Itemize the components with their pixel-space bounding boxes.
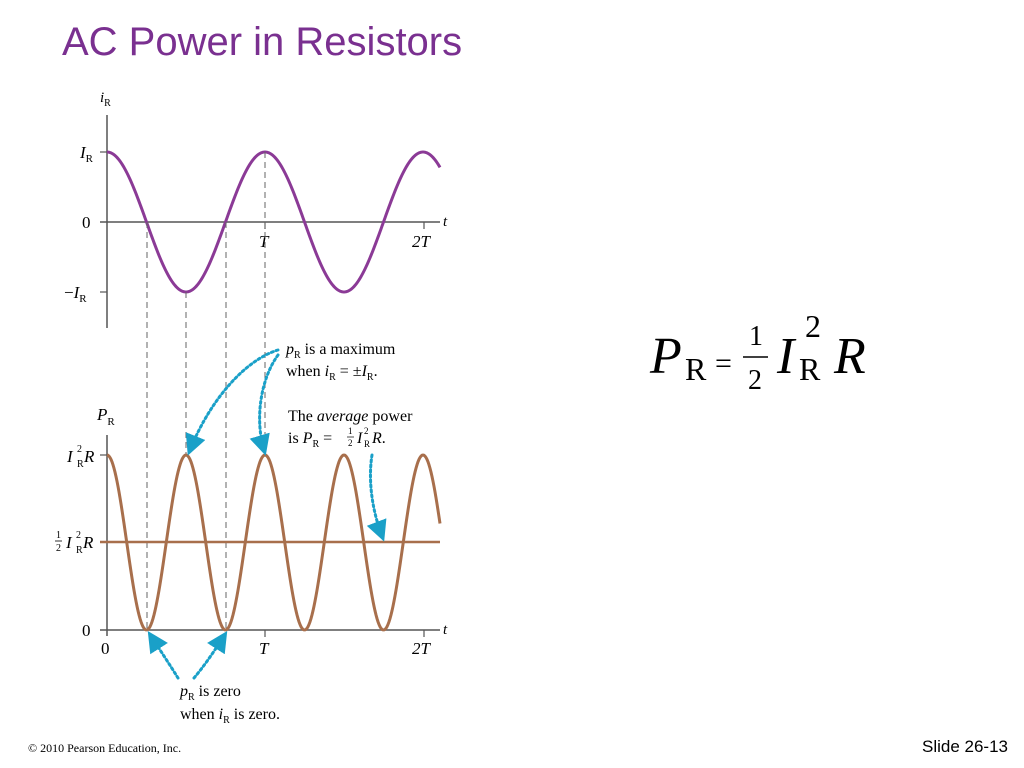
svg-text:pR is zero: pR is zero: [179, 683, 241, 703]
svg-text:pR is a maximum: pR is a maximum: [285, 341, 396, 361]
annotation-zero: pR is zero when iR is zero.: [179, 683, 280, 726]
annotation-average: The average power is PR = 1 2 I 2 R R.: [288, 408, 413, 450]
svg-text:2: 2: [56, 543, 61, 554]
svg-text:R: R: [82, 533, 94, 552]
slide-number: Slide 26-13: [921, 737, 1008, 756]
svg-text:R: R: [799, 351, 821, 387]
svg-text:R: R: [83, 447, 95, 466]
current-x-axis-label: t: [443, 214, 448, 230]
current-graph: iR t IR 0 −IR T 2T: [64, 90, 448, 328]
power-half-label: 1 2 I 2 R R: [55, 530, 94, 556]
power-graph: PR t I 2 R R 1 2 I 2 R R 0 0 T 2T: [55, 405, 448, 658]
svg-text:R.: R.: [371, 430, 386, 447]
power-zero-label: 0: [82, 621, 91, 640]
svg-text:is PR =: is PR =: [288, 430, 332, 450]
svg-text:2: 2: [348, 438, 353, 448]
svg-text:I: I: [356, 430, 363, 447]
power-tick-2T: 2T: [412, 639, 432, 658]
annotations: [147, 348, 387, 680]
current-y-axis-label: iR: [100, 90, 111, 109]
svg-text:R: R: [685, 351, 707, 387]
power-graph-figure: iR t IR 0 −IR T 2T PR t I 2: [55, 90, 448, 726]
svg-text:2: 2: [805, 308, 821, 344]
svg-text:1: 1: [56, 530, 61, 541]
svg-text:1: 1: [749, 321, 763, 352]
average-arrow: [366, 453, 387, 542]
current-neg-peak-label: −IR: [64, 283, 87, 305]
power-max-label: I 2 R R: [66, 444, 95, 470]
current-peak-label: IR: [79, 143, 94, 165]
annotation-maximum: pR is a maximum when iR = ±IR.: [285, 341, 396, 383]
guide-lines: [146, 152, 266, 630]
svg-text:R: R: [77, 459, 84, 470]
slide-title: AC Power in Resistors: [62, 20, 463, 64]
svg-text:The average power: The average power: [288, 408, 413, 425]
max-arrow-2: [249, 353, 280, 456]
zero-arrow-2: [192, 630, 228, 680]
zero-arrow-1: [147, 630, 180, 680]
svg-text:when iR is zero.: when iR is zero.: [180, 706, 280, 726]
svg-text:when iR = ±IR.: when iR = ±IR.: [286, 363, 378, 383]
svg-text:P: P: [649, 328, 682, 385]
svg-text:I: I: [65, 533, 73, 552]
svg-text:2: 2: [76, 530, 81, 541]
svg-text:I: I: [66, 447, 74, 466]
svg-text:R: R: [364, 439, 370, 449]
power-x-axis-label: t: [443, 622, 448, 638]
max-arrow-1: [185, 348, 280, 456]
current-zero-label: 0: [82, 213, 91, 232]
copyright-notice: © 2010 Pearson Education, Inc.: [28, 741, 182, 755]
svg-text:I: I: [776, 328, 797, 385]
current-tick-2T: 2T: [412, 232, 432, 251]
svg-text:1: 1: [348, 426, 353, 436]
svg-text:R: R: [76, 545, 83, 556]
current-tick-T: T: [259, 232, 270, 251]
power-y-axis-label: PR: [96, 405, 115, 428]
power-tick-0: 0: [101, 639, 110, 658]
power-wave: [106, 453, 442, 632]
svg-text:2: 2: [748, 365, 762, 396]
svg-text:2: 2: [77, 444, 82, 455]
power-tick-T: T: [259, 639, 270, 658]
svg-text:R: R: [833, 328, 866, 385]
current-wave: [106, 150, 442, 294]
svg-text:2: 2: [364, 426, 369, 436]
average-power-formula: P R = 1 2 I 2 R R: [649, 308, 866, 396]
svg-text:=: =: [715, 347, 732, 380]
